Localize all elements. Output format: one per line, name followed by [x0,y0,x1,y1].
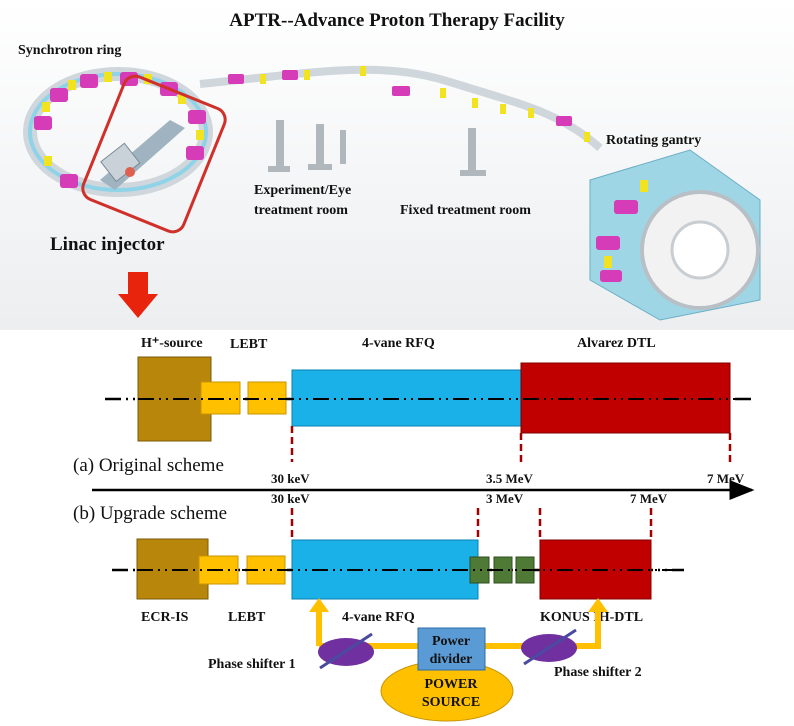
phase-shifter-2-arrow [523,628,577,666]
original-scheme-label: (a) Original scheme [73,455,224,476]
upgrade-energy-3: 7 MeV [630,491,668,506]
original-energy-2: 3.5 MeV [486,471,534,486]
rf-arrow-rfq-icon [309,598,329,612]
rf-arrow-dtl-icon [588,598,608,612]
upgrade-energy-1: 30 keV [271,491,310,506]
experiment-room-label-line1: Experiment/Eye [254,183,351,198]
accelerator-illustration [23,65,761,321]
original-lebt-label: LEBT [230,337,268,352]
original-energy-3: 7 MeV [707,471,745,486]
linac-model [100,120,185,190]
upgrade-rfq-label: 4-vane RFQ [342,610,415,625]
linac-highlight-box [81,74,227,234]
phase-shifter-2-label: Phase shifter 2 [554,665,642,680]
original-scheme: H⁺-source LEBT 4-vane RFQ Alvarez DTL (a… [73,336,752,486]
power-divider [417,627,486,671]
upgrade-lebt-label: LEBT [228,610,266,625]
page-title: APTR--Advance Proton Therapy Facility [229,10,565,31]
down-arrow-icon [118,272,158,318]
upgrade-energy-markers [290,508,653,540]
rotating-gantry-model [589,149,761,321]
upgrade-scheme: (b) Upgrade scheme 30 keV 3 MeV 7 MeV EC… [73,491,684,722]
upgrade-source-label: ECR-IS [141,610,189,625]
upgrade-energy-2: 3 MeV [486,491,524,506]
original-dtl [520,362,731,434]
power-source-label-line1: POWER [425,677,479,692]
synchrotron-beamline [28,72,208,192]
phase-shifter-1-arrow [319,632,373,670]
fixed-room-label: Fixed treatment room [400,203,531,218]
experiment-room-label-line2: treatment room [254,203,348,218]
power-source-label-line2: SOURCE [422,695,480,710]
synchrotron-label: Synchrotron ring [18,43,121,58]
original-dtl-label: Alvarez DTL [577,336,656,351]
beamline-quadrupoles [260,66,590,142]
upgrade-scheme-label: (b) Upgrade scheme [73,503,227,524]
linac-injector-label: Linac injector [50,234,165,255]
original-energy-markers [290,426,732,462]
original-energy-1: 30 keV [271,471,310,486]
treatment-room-robots [268,120,486,176]
beamline-dipoles [228,70,572,126]
original-rfq-label: 4-vane RFQ [362,336,435,351]
power-divider-label-line2: divider [430,652,473,667]
rotating-gantry-label: Rotating gantry [606,133,701,148]
buncher-cavity-1 [469,556,490,584]
power-divider-label-line1: Power [432,634,470,649]
upgrade-dtl-label: KONUS IH-DTL [540,610,643,625]
original-source-label: H⁺-source [141,336,203,351]
phase-shifter-1-label: Phase shifter 1 [208,657,296,672]
